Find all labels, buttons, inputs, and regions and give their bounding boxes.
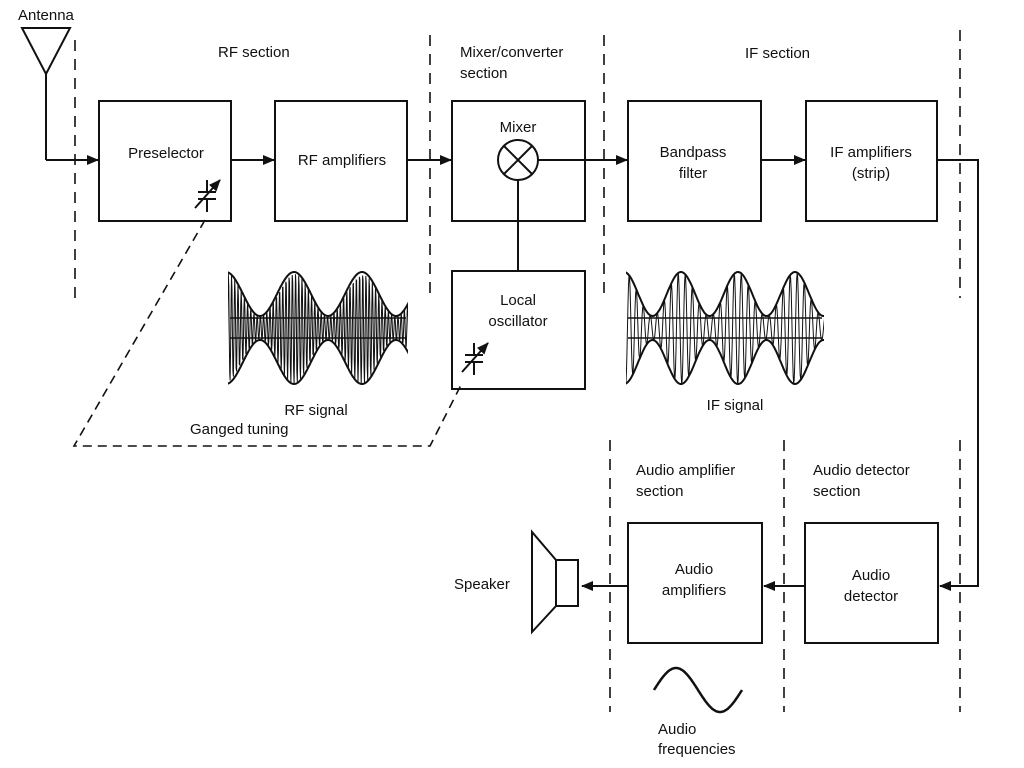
rf-section-label: RF section [218, 44, 290, 61]
audio-det-section-label-line1: Audio detector [813, 462, 910, 479]
antenna-label: Antenna [18, 7, 74, 24]
audio-frequency-waveform [652, 666, 744, 714]
section-dividers [74, 30, 961, 712]
mixer-symbol-icon [497, 139, 539, 270]
bandpass-label-line2: filter [678, 165, 708, 182]
audio-detector-label-line1: Audio [851, 567, 891, 584]
audio-frequencies-label-line1: Audio [658, 721, 697, 738]
ganged-tuning-link [72, 219, 463, 447]
speaker-icon [531, 529, 579, 635]
if-amp-to-detector [938, 159, 979, 591]
variable-capacitor-icon [461, 342, 489, 375]
if-section-label: IF section [745, 45, 811, 62]
signal-path [46, 155, 979, 591]
if-amplifiers-block [805, 100, 938, 222]
audio-amp-section-label-line1: Audio amplifier [636, 462, 736, 479]
audio-amp-section-label-line2: section [636, 483, 684, 500]
bandpass-label-line1: Bandpass [659, 144, 727, 161]
mixer-block [451, 100, 586, 222]
local-oscillator-label-line2: oscillator [488, 313, 548, 330]
local-oscillator-label-line1: Local [500, 292, 536, 309]
audio-det-section-label-line2: section [813, 483, 861, 500]
preselector-label: Preselector [128, 145, 204, 162]
local-oscillator-block [451, 270, 586, 390]
audio-detector-label-line2: detector [843, 588, 899, 605]
audio-amplifiers-label-line2: amplifiers [661, 582, 727, 599]
audio-amplifiers-label-line1: Audio [674, 561, 714, 578]
bandpass-filter-block [627, 100, 762, 222]
antenna-icon [20, 27, 72, 160]
rf-signal-waveform [228, 271, 408, 385]
variable-capacitor-icon [194, 179, 221, 212]
rf-amplifiers-label: RF amplifiers [297, 152, 387, 169]
audio-frequencies-label-line2: frequencies [658, 741, 736, 758]
preselector-block [98, 100, 232, 222]
if-amplifiers-label-line2: (strip) [851, 165, 891, 182]
mixer-section-label-line2: section [460, 65, 508, 82]
if-amplifiers-label-line1: IF amplifiers [830, 144, 912, 161]
rf-signal-label: RF signal [284, 402, 348, 419]
if-signal-waveform [626, 271, 824, 385]
mixer-label: Mixer [499, 119, 537, 136]
mixer-section-label-line1: Mixer/converter [460, 44, 564, 61]
rf-amplifiers-block [274, 100, 408, 222]
speaker-label: Speaker [454, 576, 510, 593]
ganged-tuning-label: Ganged tuning [190, 421, 289, 438]
audio-amplifiers-block [627, 522, 763, 644]
audio-detector-block [804, 522, 939, 644]
if-signal-label: IF signal [706, 397, 764, 414]
